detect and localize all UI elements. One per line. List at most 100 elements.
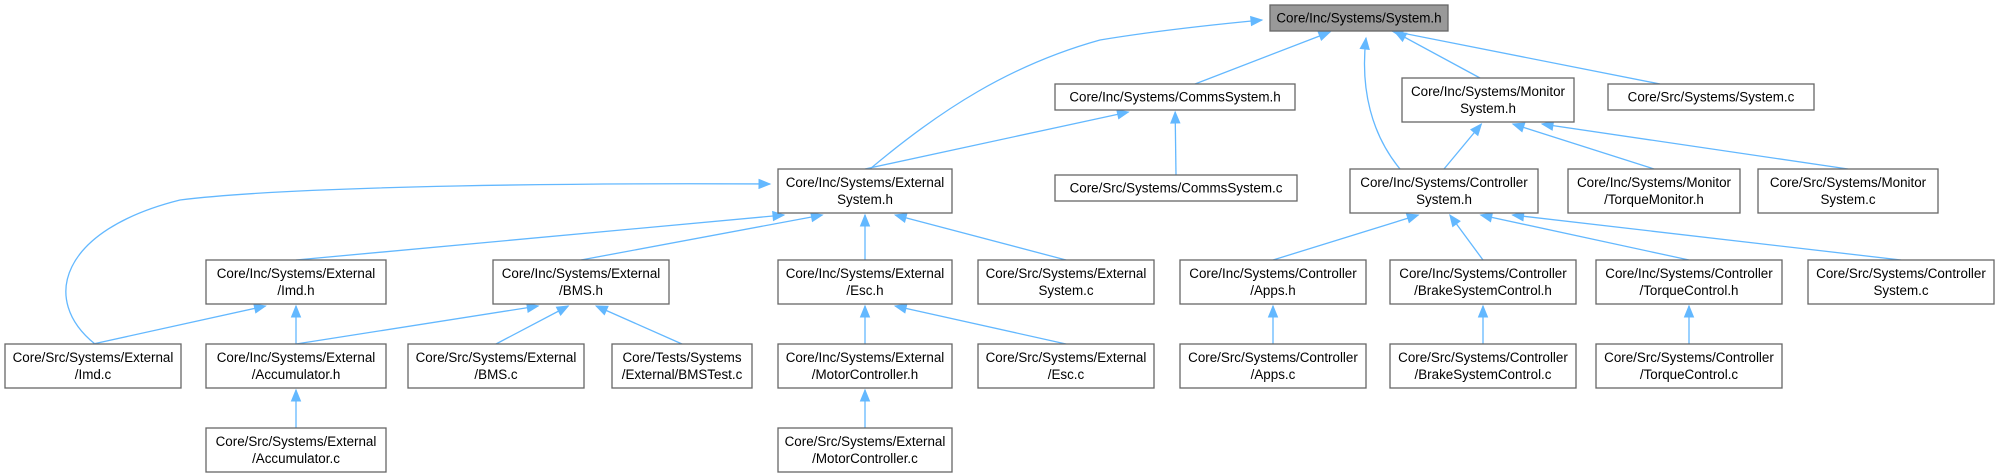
node-label: /Apps.h <box>1250 283 1295 298</box>
node-label: System.h <box>1460 101 1516 116</box>
node-label: Core/Inc/Systems/Controller <box>1360 175 1528 190</box>
edge-arrowhead <box>1359 36 1370 51</box>
edge-arrowhead <box>859 304 871 318</box>
node-box <box>611 343 753 389</box>
node-comms-h[interactable]: Core/Inc/Systems/CommsSystem.h <box>1054 83 1296 111</box>
edge-esc_c-to-esc_h <box>893 303 1067 345</box>
node-torque-c[interactable]: Core/Src/Systems/Controller/TorqueContro… <box>1595 343 1783 389</box>
edge-line <box>295 305 539 345</box>
edge-arrowhead <box>1683 304 1695 318</box>
node-label: System.c <box>1038 283 1093 298</box>
node-box <box>1389 343 1577 389</box>
node-apps-c[interactable]: Core/Src/Systems/Controller/Apps.c <box>1179 343 1367 389</box>
edge-torque_h-to-controller_h <box>1479 212 1690 261</box>
edge-bms_c-to-bms_h <box>495 305 570 345</box>
node-box <box>1595 343 1783 389</box>
node-motor-h[interactable]: Core/Inc/Systems/External/MotorControlle… <box>777 343 953 389</box>
node-system-h[interactable]: Core/Inc/Systems/System.h <box>1269 4 1449 32</box>
node-label: Core/Src/Systems/External <box>785 434 946 449</box>
edge-monitor_c-to-monitor_h <box>1540 120 1849 170</box>
node-label: System.h <box>837 192 893 207</box>
node-imd-h[interactable]: Core/Inc/Systems/External/Imd.h <box>205 259 387 305</box>
node-label: Core/Tests/Systems <box>622 350 741 365</box>
edge-line <box>1512 123 1655 170</box>
node-label: System.h <box>1416 192 1472 207</box>
node-accum-h[interactable]: Core/Inc/Systems/External/Accumulator.h <box>205 343 387 389</box>
edge-line <box>295 214 785 261</box>
node-torquemon-h[interactable]: Core/Inc/Systems/Monitor/TorqueMonitor.h <box>1567 168 1741 214</box>
node-label: Core/Src/Systems/Controller <box>1604 350 1774 365</box>
edge-line <box>65 183 771 345</box>
node-box <box>977 259 1155 305</box>
edge-arrowhead <box>758 178 772 190</box>
edge-brake_h-to-controller_h <box>1449 213 1484 261</box>
edge-apps_h-to-controller_h <box>1272 213 1420 261</box>
node-box <box>407 343 585 389</box>
node-imd-c[interactable]: Core/Src/Systems/External/Imd.c <box>4 343 182 389</box>
edge-arrowhead <box>1317 31 1332 42</box>
node-bmstest-c[interactable]: Core/Tests/Systems/External/BMSTest.c <box>611 343 753 389</box>
node-box <box>1389 259 1577 305</box>
node-label: /MotorController.c <box>812 451 918 466</box>
node-box <box>777 259 953 305</box>
edge-arrowhead <box>1116 109 1130 120</box>
node-label: Core/Inc/Systems/Controller <box>1605 266 1773 281</box>
node-label: Core/Src/Systems/CommsSystem.c <box>1070 181 1283 196</box>
node-label: /BMS.h <box>559 283 603 298</box>
edge-line <box>869 19 1263 170</box>
node-accum-c[interactable]: Core/Src/Systems/External/Accumulator.c <box>205 427 387 473</box>
node-box <box>1401 77 1575 123</box>
node-motor-c[interactable]: Core/Src/Systems/External/MotorControlle… <box>777 427 953 473</box>
node-esc-h[interactable]: Core/Inc/Systems/External/Esc.h <box>777 259 953 305</box>
edge-arrowhead <box>290 304 302 318</box>
node-label: Core/Src/Systems/Monitor <box>1770 175 1927 190</box>
edge-arrowhead <box>1267 304 1279 318</box>
node-brake-h[interactable]: Core/Inc/Systems/Controller/BrakeSystemC… <box>1389 259 1577 305</box>
nodes-layer: Core/Inc/Systems/System.hCore/Inc/System… <box>4 4 1995 473</box>
edge-accum_h-to-imd_h <box>290 304 302 344</box>
node-label: Core/Inc/Systems/Controller <box>1189 266 1357 281</box>
node-box <box>1179 259 1367 305</box>
node-label: Core/Inc/Systems/System.h <box>1276 11 1441 26</box>
edge-arrowhead <box>810 211 824 223</box>
edge-arrowhead <box>1449 213 1461 228</box>
node-box <box>1607 83 1815 111</box>
node-esc-c[interactable]: Core/Src/Systems/External/Esc.c <box>977 343 1155 389</box>
node-bms-c[interactable]: Core/Src/Systems/External/BMS.c <box>407 343 585 389</box>
node-box <box>1567 168 1741 214</box>
node-label: /TorqueControl.c <box>1640 367 1739 382</box>
node-box <box>1269 4 1449 32</box>
node-label: /BrakeSystemControl.c <box>1415 367 1552 382</box>
edge-arrowhead <box>1250 15 1264 27</box>
node-box <box>777 343 953 389</box>
node-box <box>777 168 953 214</box>
edge-arrowhead <box>893 212 908 224</box>
node-box <box>1807 259 1995 305</box>
node-box <box>977 343 1155 389</box>
edge-arrowhead <box>1405 213 1420 224</box>
node-box <box>1349 168 1539 214</box>
node-box <box>1595 259 1783 305</box>
node-torque-h[interactable]: Core/Inc/Systems/Controller/TorqueContro… <box>1595 259 1783 305</box>
node-system-c[interactable]: Core/Src/Systems/System.c <box>1607 83 1815 111</box>
node-brake-c[interactable]: Core/Src/Systems/Controller/BrakeSystemC… <box>1389 343 1577 389</box>
edge-arrowhead <box>1511 122 1526 133</box>
node-comms-c[interactable]: Core/Src/Systems/CommsSystem.c <box>1054 174 1298 202</box>
edge-arrowhead <box>1477 304 1489 318</box>
node-box <box>777 427 953 473</box>
node-label: Core/Inc/Systems/Controller <box>1399 266 1567 281</box>
edge-accum_h-to-bms_h <box>295 302 540 345</box>
edge-arrowhead <box>1470 122 1483 137</box>
node-bms-h[interactable]: Core/Inc/Systems/External/BMS.h <box>492 259 670 305</box>
node-label: /BrakeSystemControl.h <box>1414 283 1552 298</box>
node-apps-h[interactable]: Core/Inc/Systems/Controller/Apps.h <box>1179 259 1367 305</box>
edge-brake_c-to-brake_h <box>1477 304 1489 344</box>
edge-bmstest_c-to-bms_h <box>594 305 683 345</box>
